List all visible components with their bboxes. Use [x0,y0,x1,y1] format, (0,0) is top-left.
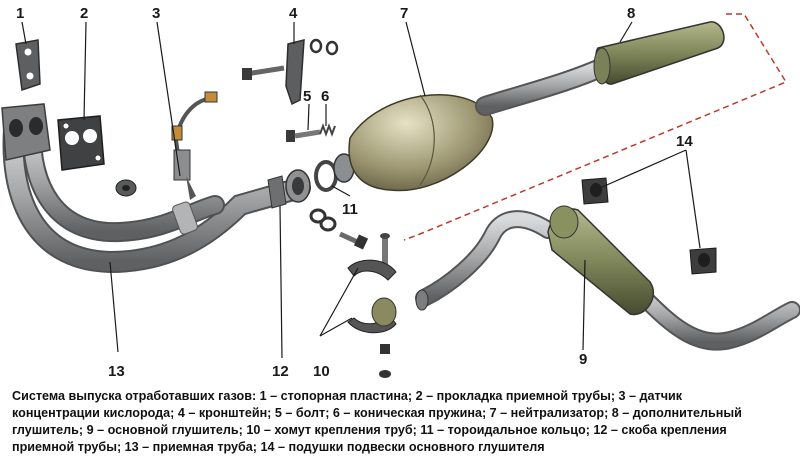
exhaust-system-diagram: 1 2 3 4 5 6 7 8 9 10 11 12 13 14 [1,5,800,380]
main-muffler [415,205,800,351]
callout-8: 8 [627,5,635,22]
callout-12: 12 [272,363,289,380]
callout-6: 6 [321,88,329,105]
callout-11: 11 [342,201,358,218]
caption-line-2: концентрации кислорода; 4 – кронштейн; 5… [12,406,742,420]
conical-spring [319,123,336,137]
lock-plate [15,39,41,91]
callout-9: 9 [579,351,587,368]
oxygen-sensor [171,91,218,200]
intake-pipe-flange [285,169,311,203]
figure-caption: Система выпуска отработавших газов: 1 – … [12,388,792,456]
callout-7: 7 [400,5,408,22]
intake-pipe-gasket [57,115,105,171]
intake-pipe-bracket [267,175,287,209]
additional-muffler [593,21,725,85]
callout-labels: 1 2 3 4 5 6 7 8 9 10 11 12 13 14 [16,5,693,380]
caption-line-3: глушитель; 9 – основной глушитель; 10 – … [12,423,727,437]
callout-4: 4 [289,5,298,22]
flange-bolt [338,231,369,250]
callout-14: 14 [676,133,693,150]
callout-5: 5 [303,88,311,105]
caption-line-1: Система выпуска отработавших газов: 1 – … [12,389,683,403]
catalytic-converter [333,94,494,192]
mid-pipe [475,56,615,116]
leader-lines [21,21,701,359]
toroidal-ring [309,160,338,232]
callout-10: 10 [313,363,330,380]
callout-2: 2 [80,5,88,22]
intake-pipe [1,103,311,274]
callout-3: 3 [152,5,160,22]
assembly-dashed-line [403,13,788,241]
callout-1: 1 [16,5,24,22]
caption-line-4: приемной трубы; 13 – приемная труба; 14 … [12,440,545,454]
bracket [242,38,339,106]
bolt [286,129,321,142]
muffler-mounts [581,177,717,275]
pipe-clamp [347,233,397,378]
callout-13: 13 [108,363,125,380]
pipe-fitting [115,179,137,197]
